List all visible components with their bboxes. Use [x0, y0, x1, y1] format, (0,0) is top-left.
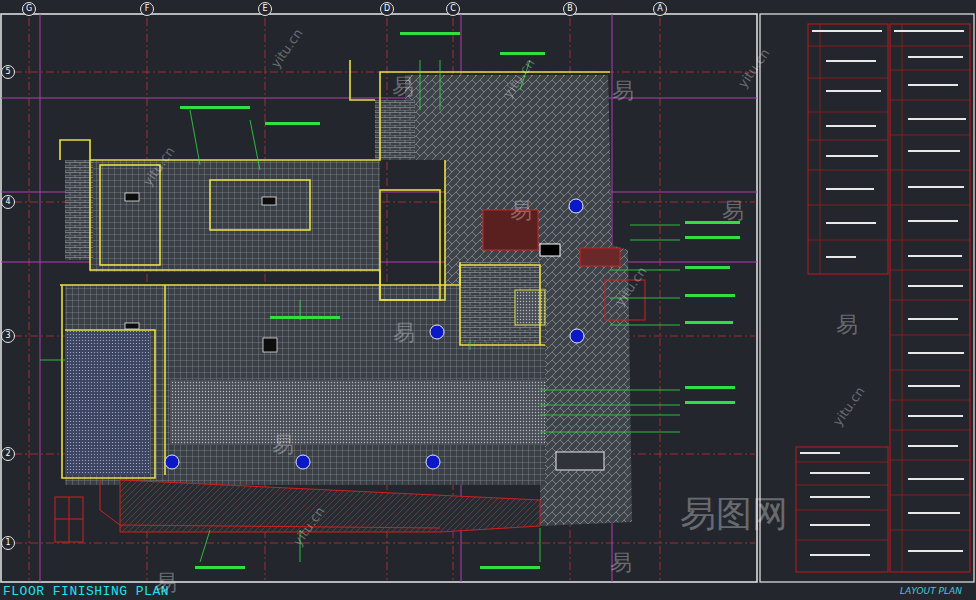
- watermark: 易: [722, 196, 744, 226]
- grid-bubble: G: [22, 2, 36, 16]
- grid-label: 3: [5, 332, 10, 340]
- watermark: yitu.cn: [830, 384, 868, 429]
- grid-label: 2: [5, 450, 10, 458]
- grid-bubble: D: [380, 2, 394, 16]
- watermark: yitu.cn: [290, 504, 328, 549]
- grid-label: G: [26, 5, 32, 13]
- grid-label: 5: [5, 68, 10, 76]
- grid-bubble: A: [653, 2, 667, 16]
- watermark: yitu.cn: [500, 56, 538, 101]
- watermark: yitu.cn: [268, 26, 306, 71]
- grid-bubble: F: [140, 2, 154, 16]
- grid-bubble: 3: [1, 329, 15, 343]
- watermark: yitu.cn: [735, 46, 773, 91]
- grid-bubble: B: [563, 2, 577, 16]
- grid-bubble: 4: [1, 195, 15, 209]
- watermark: 易: [155, 568, 177, 598]
- plan-title: FLOOR FINISHING PLAN: [3, 584, 169, 599]
- watermark: 易: [612, 76, 634, 106]
- grid-bubble: 5: [1, 65, 15, 79]
- watermark: 易: [392, 72, 414, 102]
- grid-label: F: [145, 5, 150, 13]
- grid-label: 4: [5, 198, 10, 206]
- grid-label: B: [567, 5, 573, 13]
- watermark: 易: [510, 196, 532, 226]
- grid-bubble: 1: [1, 536, 15, 550]
- grid-bubble: E: [258, 2, 272, 16]
- grid-label: C: [450, 5, 456, 13]
- watermark: yitu.cn: [612, 264, 650, 309]
- watermark: yitu.cn: [140, 144, 178, 189]
- grid-bubble: 2: [1, 447, 15, 461]
- grid-label: 1: [5, 539, 10, 547]
- grid-label: D: [384, 5, 390, 13]
- watermark: 易: [393, 318, 415, 348]
- watermark: 易: [610, 548, 632, 578]
- watermark: 易: [272, 430, 294, 460]
- grid-label: A: [657, 5, 662, 13]
- watermark: 易: [836, 310, 858, 340]
- watermark: 易图网: [680, 490, 788, 539]
- grid-label: E: [262, 5, 267, 13]
- sheet-label: LAYOUT PLAN: [900, 586, 962, 596]
- grid-bubble: C: [446, 2, 460, 16]
